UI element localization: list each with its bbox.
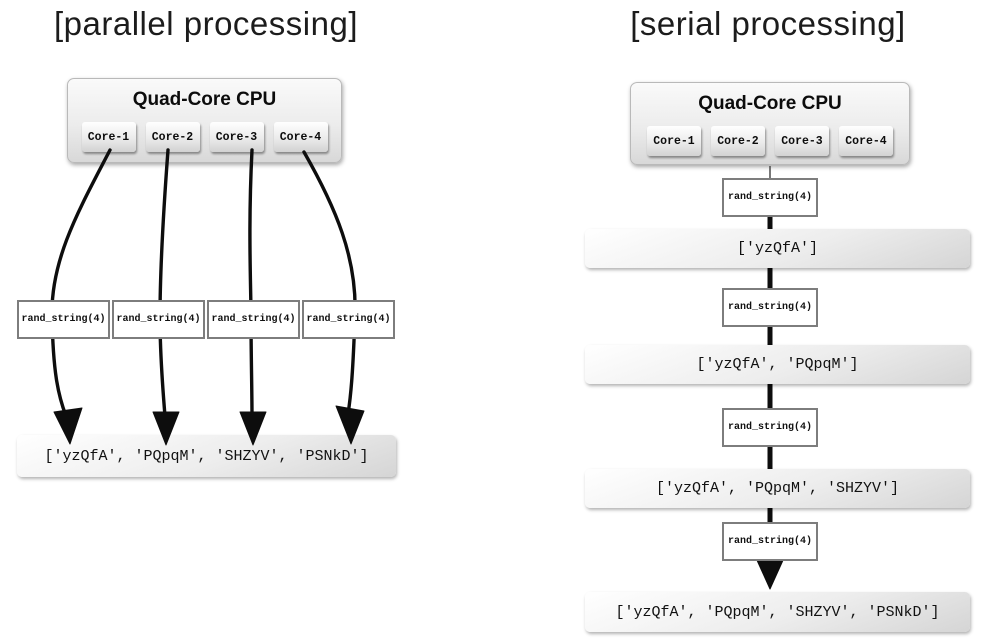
parallel-task-box-2: rand_string(4)	[112, 300, 205, 339]
serial-core-4: Core-4	[839, 126, 893, 156]
serial-task-box-4: rand_string(4)	[722, 522, 818, 561]
serial-result-bar-1: ['yzQfA']	[585, 229, 970, 268]
parallel-core-3: Core-3	[209, 122, 264, 152]
arrowhead-down-icon	[755, 557, 785, 590]
parallel-core-2: Core-2	[145, 122, 200, 152]
serial-cpu-box: Quad-Core CPU Core-1 Core-2 Core-3 Core-…	[630, 82, 910, 165]
parallel-core-1: Core-1	[81, 122, 136, 152]
serial-task-box-1: rand_string(4)	[722, 178, 818, 217]
parallel-task-box-1: rand_string(4)	[17, 300, 110, 339]
parallel-flow-arrow-1	[50, 148, 112, 445]
serial-task-box-2: rand_string(4)	[722, 288, 818, 327]
serial-panel-title: [serial processing]	[630, 5, 906, 42]
parallel-result-bar: ['yzQfA', 'PQpqM', 'SHZYV', 'PSNkD']	[17, 435, 396, 477]
parallel-panel-title: [parallel processing]	[54, 5, 358, 42]
serial-core-row: Core-1 Core-2 Core-3 Core-4	[631, 126, 909, 156]
serial-task-box-3: rand_string(4)	[722, 408, 818, 447]
serial-core-3: Core-3	[775, 126, 829, 156]
serial-cpu-title: Quad-Core CPU	[698, 93, 842, 114]
parallel-core-4: Core-4	[273, 122, 328, 152]
parallel-flow-arrow-2	[152, 148, 180, 446]
serial-core-2: Core-2	[711, 126, 765, 156]
parallel-cpu-box: Quad-Core CPU Core-1 Core-2 Core-3 Core-…	[67, 78, 342, 163]
serial-result-bar-3: ['yzQfA', 'PQpqM', 'SHZYV']	[585, 469, 970, 508]
parallel-flow-arrow-4	[302, 150, 365, 445]
serial-result-bar-4: ['yzQfA', 'PQpqM', 'SHZYV', 'PSNkD']	[585, 592, 970, 632]
parallel-cpu-title: Quad-Core CPU	[132, 89, 277, 110]
parallel-task-box-3: rand_string(4)	[207, 300, 300, 339]
parallel-flow-arrow-3	[239, 148, 267, 446]
parallel-core-row: Core-1 Core-2 Core-3 Core-4	[68, 122, 341, 152]
serial-result-bar-2: ['yzQfA', 'PQpqM']	[585, 345, 970, 384]
serial-core-1: Core-1	[647, 126, 701, 156]
parallel-task-box-4: rand_string(4)	[302, 300, 395, 339]
